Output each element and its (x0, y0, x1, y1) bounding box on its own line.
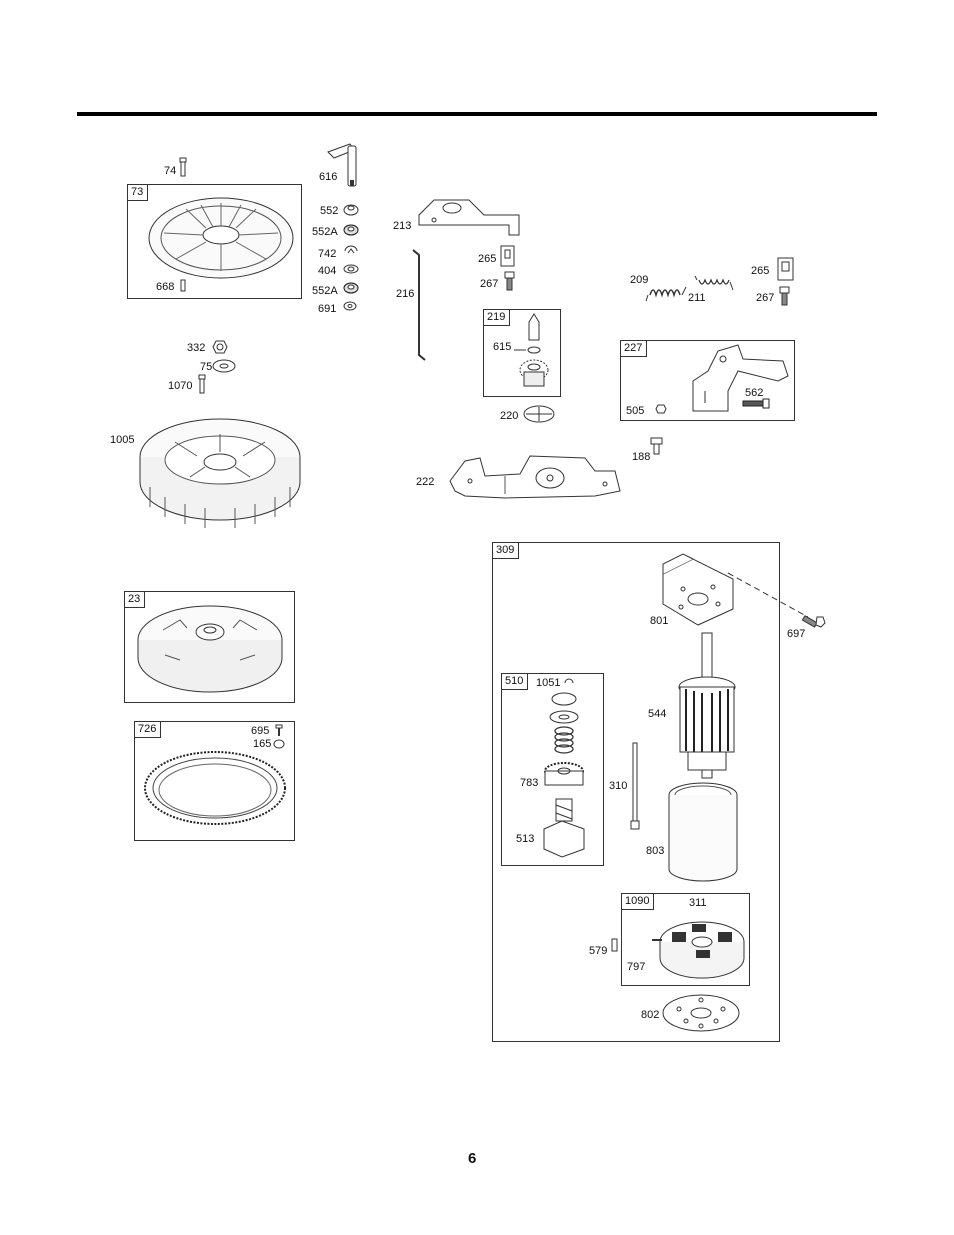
governor-lever-213-part (414, 190, 524, 240)
bushing-265b-part (776, 256, 796, 282)
nut-505-part (654, 403, 668, 415)
key-1070-part (197, 375, 207, 395)
label-220: 220 (500, 410, 518, 423)
seal-552a-2-part (342, 281, 360, 295)
label-265-a: 265 (478, 253, 496, 266)
flywheel-23-part (135, 600, 285, 695)
label-801: 801 (650, 615, 668, 628)
ring-gear-726-part (141, 746, 289, 836)
part-box-1090: 1090 311 797 (621, 893, 750, 986)
part-box-73: 73 668 (127, 184, 302, 299)
box-tag-227: 227 (621, 341, 647, 357)
part-box-510: 510 1051 783 513 (501, 673, 604, 866)
label-552: 552 (320, 205, 338, 218)
label-697: 697 (787, 628, 805, 641)
spring-209-part (646, 275, 686, 305)
label-695: 695 (251, 725, 269, 738)
screw-579-part (611, 939, 619, 953)
label-211: 211 (688, 292, 706, 305)
label-505: 505 (626, 405, 644, 418)
clip-742-part (342, 244, 360, 258)
flywheel-fan-1005-part (135, 412, 305, 532)
housing-803-part (665, 781, 743, 883)
blower-housing-part (146, 193, 296, 283)
bushing-265a-part (499, 244, 517, 268)
label-188: 188 (632, 451, 650, 464)
box-tag-309: 309 (493, 543, 519, 559)
retainer-1051-part (563, 677, 575, 687)
screw-267b-part (779, 287, 791, 307)
bolt-310-part (630, 743, 642, 831)
label-310: 310 (609, 780, 627, 793)
label-552a-1: 552A (312, 226, 338, 239)
bracket-227-part (683, 341, 793, 419)
header-rule (77, 112, 877, 116)
label-1070: 1070 (168, 380, 192, 393)
part-box-309: 309 801 697 544 310 (492, 542, 780, 1042)
washer-404-part (342, 263, 360, 275)
end-cap-802-part (661, 991, 741, 1035)
link-rod-216-part (405, 245, 435, 365)
bolt-697-part (803, 613, 827, 633)
label-691: 691 (318, 303, 336, 316)
label-267-b: 267 (756, 292, 774, 305)
label-802: 802 (641, 1009, 659, 1022)
label-742: 742 (318, 248, 336, 261)
box-tag-219: 219 (484, 310, 510, 326)
label-579: 579 (589, 945, 607, 958)
page-number: 6 (468, 1150, 476, 1167)
label-513: 513 (516, 833, 534, 846)
part-box-726: 726 695 165 (134, 721, 295, 841)
label-332: 332 (187, 342, 205, 355)
screw-562-part (743, 399, 773, 409)
washer-220-part (522, 403, 556, 425)
screw-188-part (648, 438, 666, 458)
nut-691-part (342, 300, 358, 312)
part-box-219: 219 615 (483, 309, 561, 397)
label-213: 213 (393, 220, 411, 233)
screw-695-part (275, 725, 283, 737)
label-552a-2: 552A (312, 285, 338, 298)
label-668: 668 (156, 281, 174, 294)
box-tag-726: 726 (135, 722, 161, 738)
label-616: 616 (319, 171, 337, 184)
nut-332-part (210, 338, 230, 356)
box-tag-510: 510 (502, 674, 528, 690)
label-222: 222 (416, 476, 434, 489)
label-311: 311 (689, 897, 707, 910)
label-803: 803 (646, 845, 664, 858)
label-1005: 1005 (110, 434, 134, 447)
label-404: 404 (318, 265, 336, 278)
pin-668-part (180, 280, 186, 292)
part-box-227: 227 505 562 (620, 340, 795, 421)
washer-75-part (212, 358, 238, 374)
armature-544-part (678, 633, 738, 778)
part-box-23: 23 (124, 591, 295, 703)
box-tag-1090: 1090 (622, 894, 654, 910)
label-265-b: 265 (751, 265, 769, 278)
washer-552-part (342, 203, 360, 217)
governor-gear-219-part (512, 312, 558, 394)
label-797: 797 (627, 961, 645, 974)
label-267-a: 267 (480, 278, 498, 291)
screw-267a-part (504, 272, 516, 292)
drive-assembly-510-part (542, 689, 586, 859)
seal-552a-part (342, 223, 360, 237)
label-74: 74 (164, 165, 176, 178)
label-544: 544 (648, 708, 666, 721)
control-bracket-222-part (445, 446, 625, 506)
label-615: 615 (493, 341, 511, 354)
screw-74-part (178, 158, 188, 178)
label-783: 783 (520, 777, 538, 790)
label-75: 75 (200, 361, 212, 374)
brush-holder-1090-part (652, 910, 748, 982)
